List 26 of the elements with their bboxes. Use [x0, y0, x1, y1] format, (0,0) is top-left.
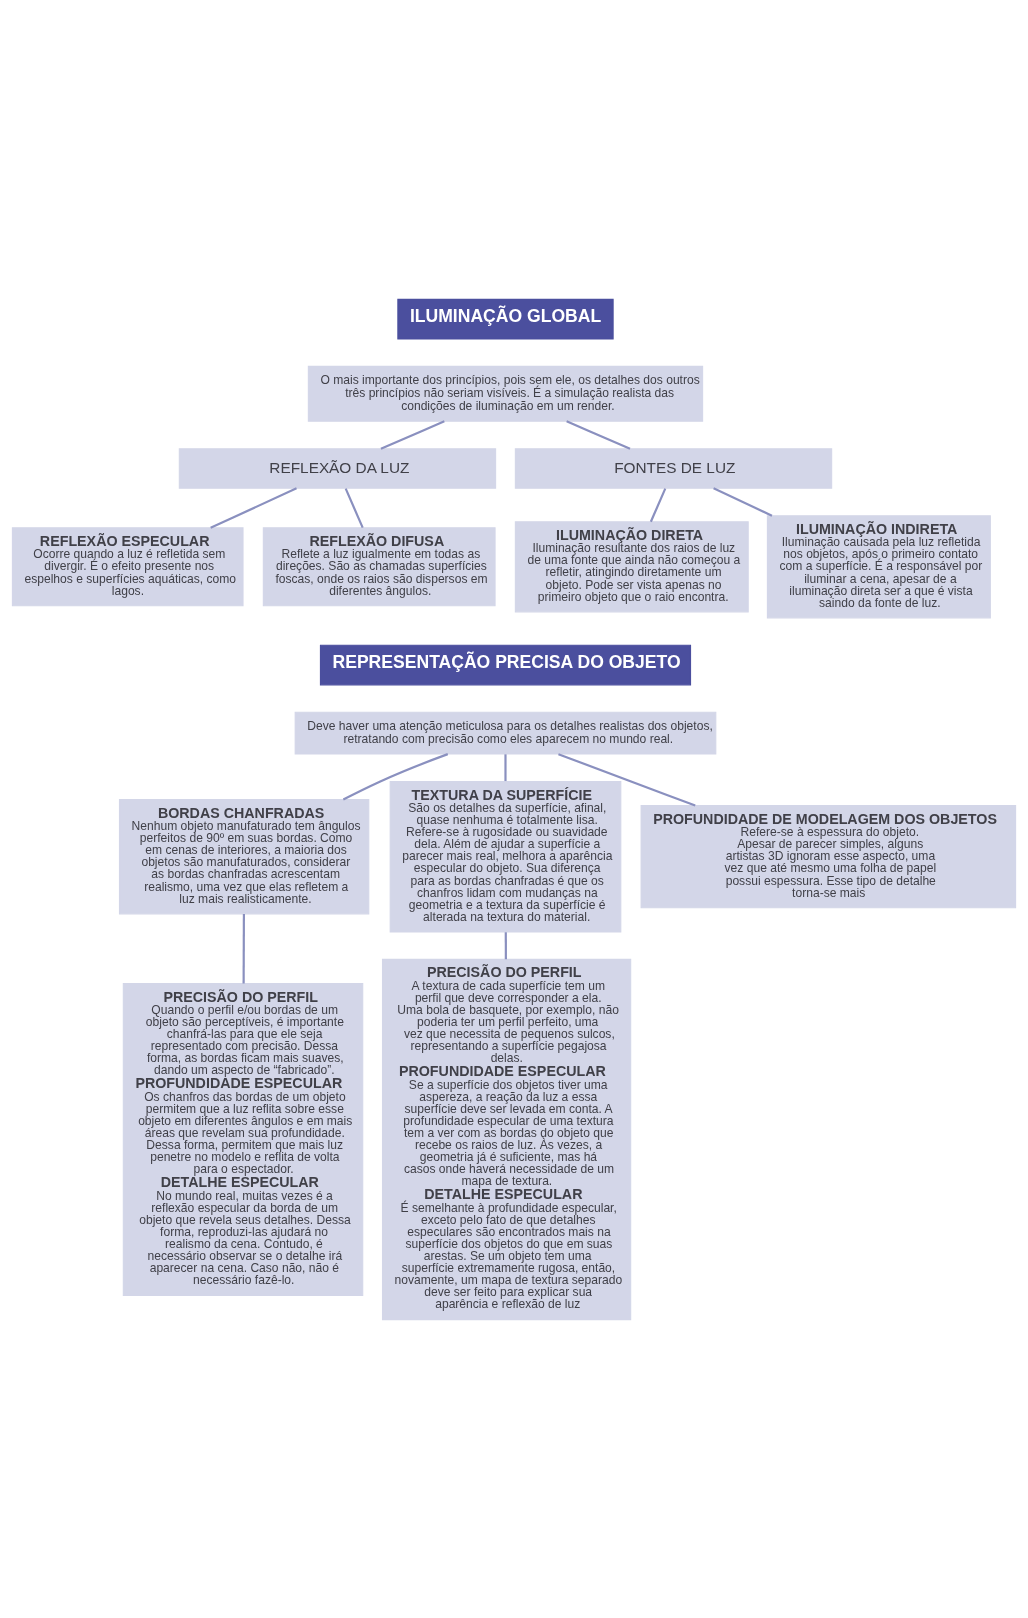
connector — [242, 913, 245, 984]
node-box: PROFUNDIDADE DE MODELAGEM DOS OBJETOS Refere-se à espessura do objeto. Apesar de parecer simples, alguns artistas 3D ignoram esse aspecto, uma vez que até mesmo uma folha de papel possui espessura. Esse tipo de detalhe torna-se mais — [640, 804, 1017, 908]
connector — [713, 486, 773, 517]
node-box: O mais importante dos princípios, pois sem ele, os detalhes dos outros três princípios não seriam visíveis. É a simulação realista das condições de iluminação em um render. — [307, 365, 704, 422]
connector — [380, 419, 445, 450]
node-box: Deve haver uma atenção meticulosa para os detalhes realistas dos objetos, retratando com precisão como eles aparecem no mundo real. — [294, 711, 717, 755]
connector — [210, 486, 297, 529]
node-box: PRECISÃO DO PERFIL Quando o perfil e/ou bordas de um objeto são perceptíveis, é importante chanfrá-las para que ele seja representado com precisão. Dessa forma, as bordas ficam mais suaves, dando um aspecto de “fabricado”. PROFUNDIDADE ESPECULAR Os chanfros das bordas de um objeto permitem que a luz reflita sobre esse objeto em diferentes ângulos e em mais áreas que revelam sua profundidade. Dessa forma, permitem que mais luz penetre no modelo e reflita de volta para o espectador. DETALHE ESPECULAR No mundo real, muitas vezes é a reflexão especular da borda de um objeto que revela seus detalhes. Dessa forma, reproduzi-las ajudará no realismo da cena. Contudo, é necessário observar se o detalhe irá aparecer na cena. Caso não, não é necessário fazê-lo. — [122, 982, 364, 1296]
node-box: ILUMINAÇÃO INDIRETA Iluminação causada pela luz refletida nos objetos, após o primeiro contato com a superfície. É a responsável por iluminar a cena, apesar de a iluminação direta ser a que é vista saindo da fonte de luz. — [766, 514, 991, 618]
node-box: REFLEXÃO DIFUSA Reflete a luz igualmente em todas as direções. São as chamadas superfícies foscas, onde os raios são dispersos em diferentes ângulos. — [262, 526, 496, 606]
node-box: PRECISÃO DO PERFIL A textura de cada superfície tem um perfil que deve corresponder a ela. Uma bola de basquete, por exemplo, não poderia ter um perfil perfeito, uma vez que necessita de pequenos sulcos, representando a superfície pegajosa delas. PROFUNDIDADE ESPECULAR Se a superfície dos objetos tiver uma aspereza, a reação da luz a essa superfície deve ser levada em conta. A profundidade especular de uma textura tem a ver com as bordas do objeto que recebe os raios de luz. Às vezes, a geometria já é suficiente, mas há casos onde haverá necessidade de um mapa de textura. DETALHE ESPECULAR É semelhante à profundidade especular, exceto pelo fato de que detalhes especulares são encontrados mais na superfície dos objetos do que em suas arestas. Se um objeto tem uma superfície extremamente rugosa, então, novamente, um mapa de textura separado deve ser feito para explicar sua aparência e reflexão de luz — [381, 958, 632, 1320]
connector — [342, 752, 449, 801]
connector — [344, 487, 364, 528]
node-box: REFLEXÃO ESPECULAR Ocorre quando a luz é refletida sem divergir. É o efeito presente nos espelhos e superfícies aquáticas, como lagos. — [11, 526, 244, 606]
connector — [558, 752, 696, 807]
connector — [504, 753, 507, 781]
node-box: ILUMINAÇÃO DIRETA Iluminação resultante dos raios de luz de uma fonte que ainda não começou a refletir, atingindo diretamente um objeto. Pode ser vista apenas no primeiro objeto que o raio encontra. — [514, 520, 749, 612]
node-box: ILUMINAÇÃO GLOBAL — [397, 298, 614, 339]
connector — [504, 931, 507, 959]
node-box: TEXTURA DA SUPERFÍCIE São os detalhes da superfície, afinal, quase nenhuma é totalmente lisa. Refere-se à rugosidade ou suavidade dela. Além de ajudar a superfície a parecer mais real, melhora a aparência especular do objeto. Sua diferença para as bordas chanfradas é que os chanfros lidam com mudanças na geometria e a textura da superfície é alterada na textura do material. — [389, 780, 622, 932]
node-box: FONTES DE LUZ — [514, 447, 833, 489]
connector — [566, 419, 631, 450]
node-box: REPRESENTAÇÃO PRECISA DO OBJETO — [319, 644, 692, 685]
connector — [649, 487, 667, 522]
node-box: REFLEXÃO DA LUZ — [178, 447, 497, 489]
node-box: BORDAS CHANFRADAS Nenhum objeto manufaturado tem ângulos perfeitos de 90º em suas bordas. Como em cenas de interiores, a maioria dos objetos são manufaturados, considerar as bordas chanfradas acrescentam realismo, uma vez que elas refletem a luz mais realisticamente. — [118, 798, 370, 914]
